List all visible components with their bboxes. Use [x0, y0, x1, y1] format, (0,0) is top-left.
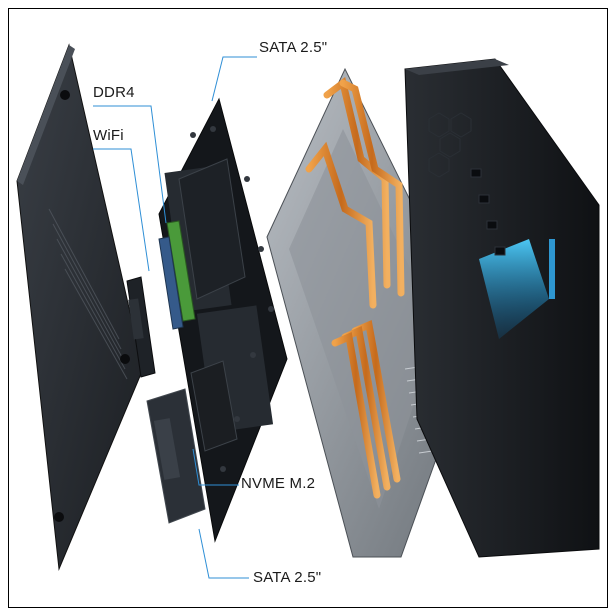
nvme-drive [190, 360, 238, 452]
rubber-foot-icon [120, 354, 130, 364]
leader-lines [93, 56, 257, 579]
label-sata-bottom: SATA 2.5" [253, 569, 322, 586]
label-nvme: NVME M.2 [241, 475, 316, 492]
io-ports [470, 168, 506, 256]
bottom-cover-plate [16, 43, 144, 571]
label-ddr4: DDR4 [93, 84, 135, 101]
rubber-foot-icon [54, 512, 64, 522]
hex-vents [428, 112, 472, 178]
copper-heatpipes [305, 76, 405, 499]
wifi-module [126, 276, 156, 378]
exploded-view-diagram: SATA 2.5" DDR4 WiFi NVME M.2 SATA 2.5" [8, 8, 608, 608]
sata-drive-bottom [146, 388, 206, 524]
label-sata-top: SATA 2.5" [259, 39, 328, 56]
chassis-shell [404, 58, 600, 558]
rgb-light-glow [479, 239, 549, 339]
rubber-foot-icon [60, 90, 70, 100]
sata-drive-top [178, 158, 246, 300]
ddr4-module [166, 220, 196, 322]
label-wifi: WiFi [93, 127, 124, 144]
exploded-illustration [16, 43, 600, 579]
